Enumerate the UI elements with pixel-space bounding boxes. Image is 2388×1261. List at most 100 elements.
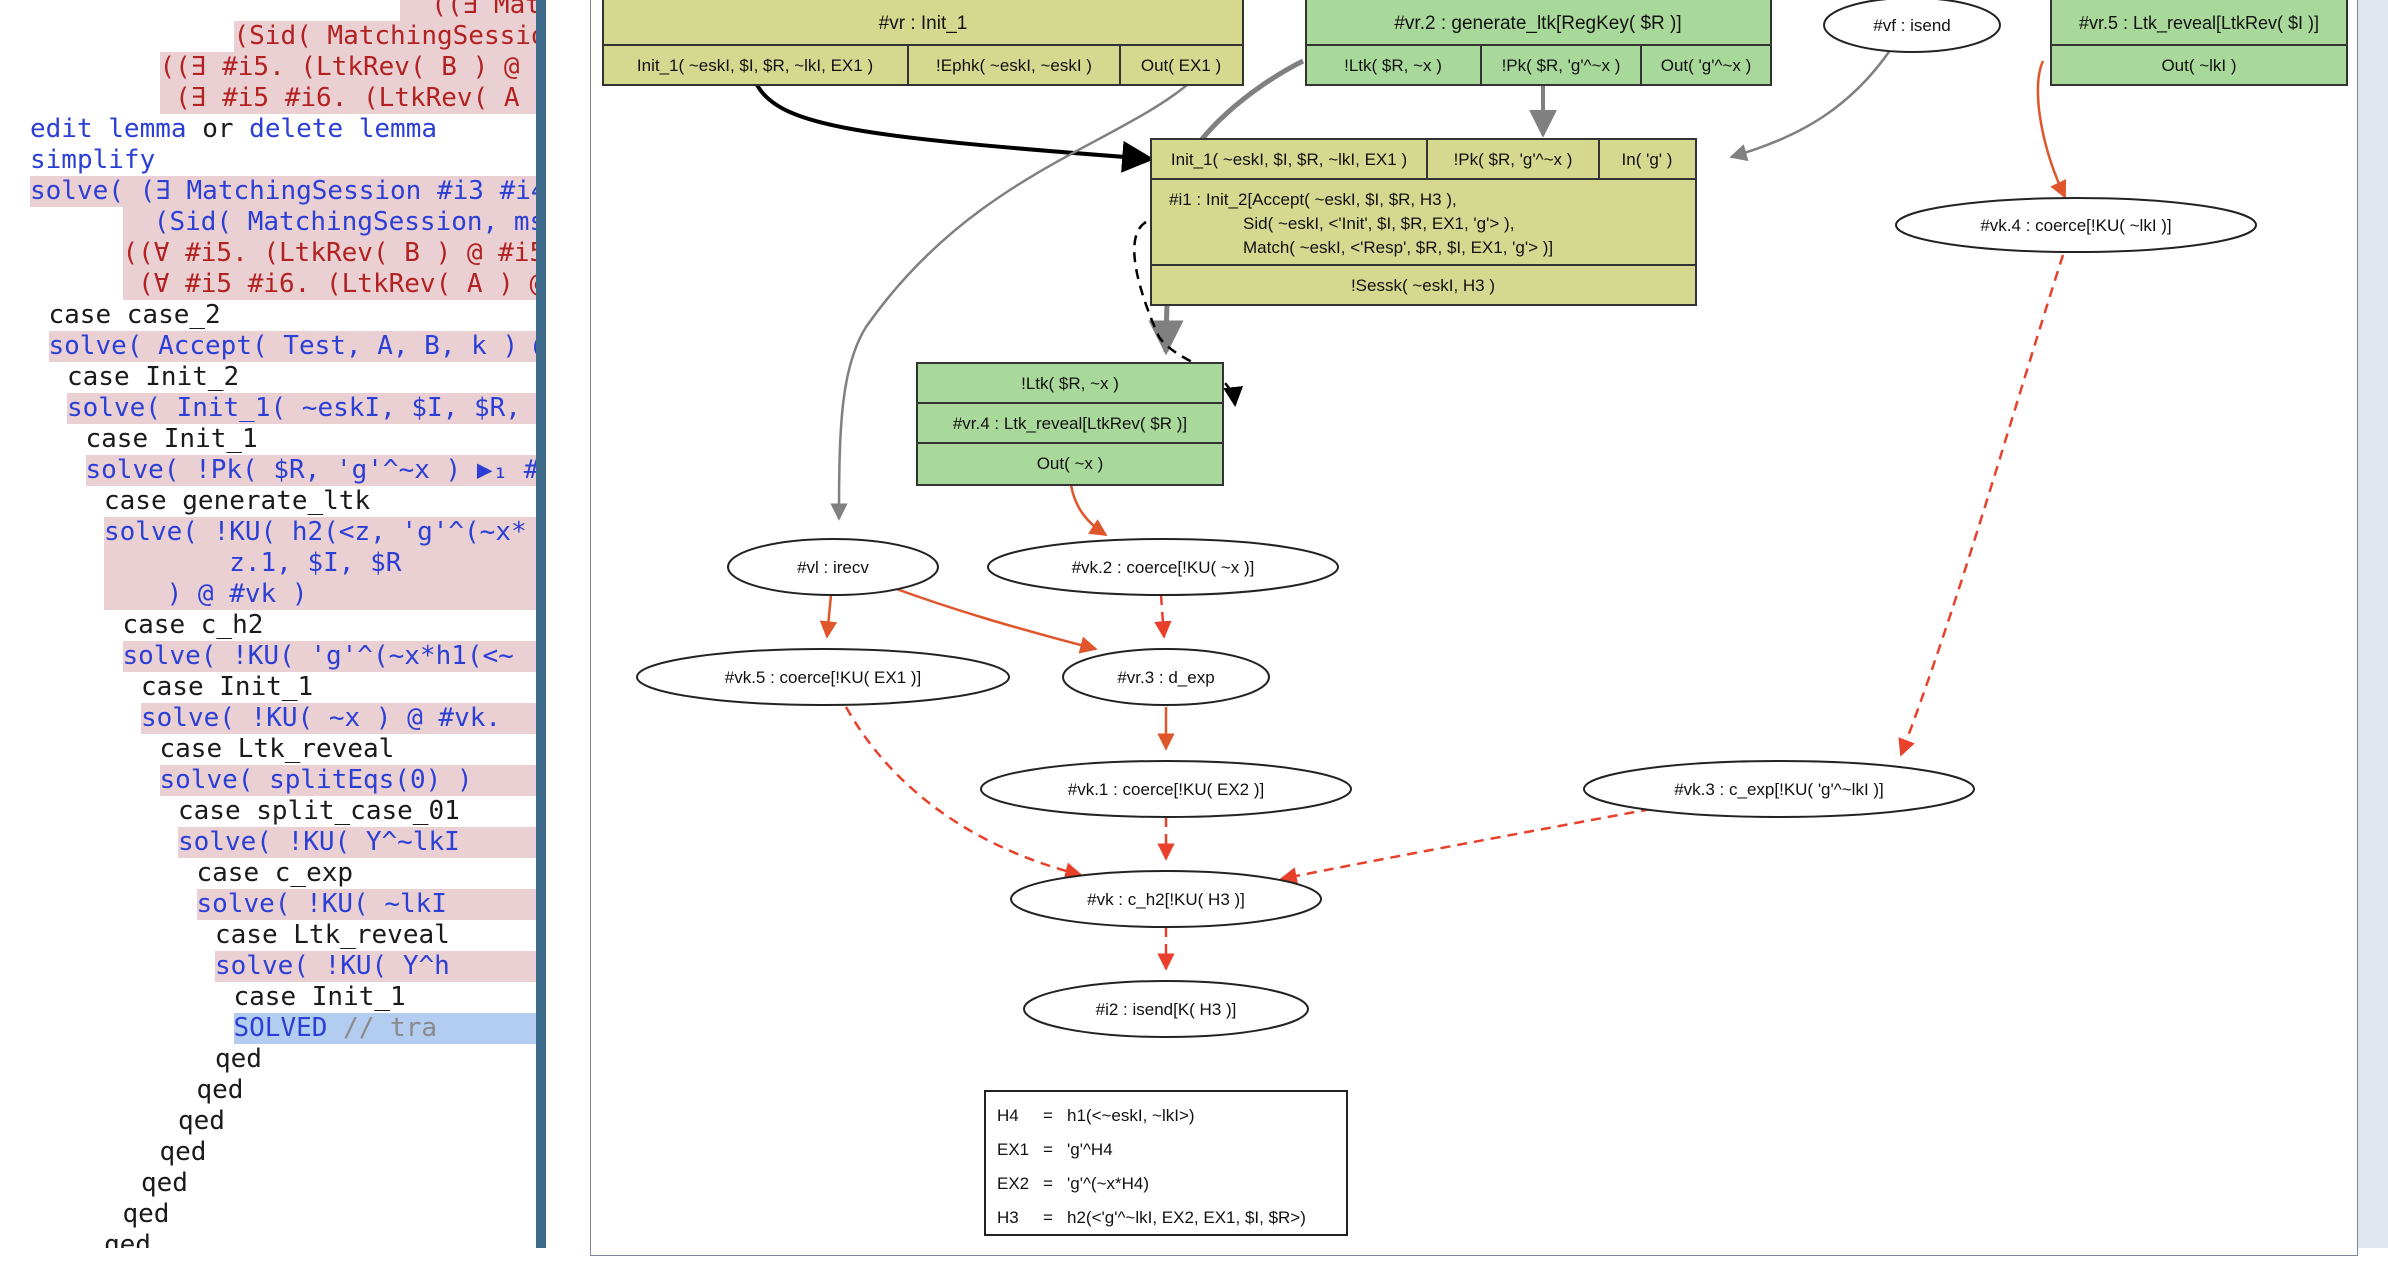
- proof-line[interactable]: ) @ #vk ): [104, 579, 536, 610]
- proof-token: ((∃ MatchingSession #i3: [431, 0, 536, 20]
- proof-token: case Ltk_reveal: [215, 920, 450, 950]
- proof-token: case Init_1: [233, 982, 406, 1012]
- node-vk-label: #vk : c_h2[!KU( H3 )]: [1087, 890, 1245, 909]
- proof-token: (∃ #i5 #i6. (LtkRev( A: [159, 83, 536, 113]
- proof-line[interactable]: solve( Accept( Test, A, B, k ) @: [48, 331, 537, 362]
- proof-token[interactable]: solve( splitEqs(0) ): [159, 765, 473, 795]
- node-i2[interactable]: #i2 : isend[K( H3 )]: [1023, 980, 1309, 1038]
- edge-vl-to-vr3: [890, 585, 1098, 654]
- proof-line[interactable]: z.1, $I, $R: [104, 548, 536, 579]
- proof-line[interactable]: case case_2: [49, 300, 537, 331]
- proof-token[interactable]: solve( !KU( h2(<z, 'g'^(~x*: [104, 517, 527, 547]
- proof-token[interactable]: solve( !KU( 'g'^(~x*h1(<~: [122, 641, 514, 671]
- rule-node-vr[interactable]: #vr : Init_1 Init_1( ~eskI, $I, $R, ~lkI…: [602, 0, 1244, 86]
- proof-token[interactable]: solve( (∃ MatchingSession #i3 #i4 m: [30, 176, 536, 206]
- proof-text-panel: ((∃ MatchingSession #i3(Sid( MatchingSes…: [0, 0, 536, 1248]
- proof-line[interactable]: case Ltk_reveal: [215, 920, 536, 951]
- proof-token[interactable]: simplify: [30, 145, 156, 175]
- proof-token: ((∀ #i5. (LtkRev( B ) @ #i5): [122, 238, 537, 268]
- rule-node-i1[interactable]: Init_1( ~eskI, $I, $R, ~lkI, EX1 ) !Pk( …: [1150, 138, 1697, 306]
- proof-token[interactable]: SOLVED: [233, 1013, 328, 1043]
- proof-line[interactable]: (∀ #i5 #i6. (LtkRev( A ) @: [122, 269, 536, 300]
- proof-token[interactable]: z.1, $I, $R: [104, 548, 402, 578]
- proof-line[interactable]: ((∃ MatchingSession #i3: [400, 0, 536, 21]
- proof-line[interactable]: solve( !Pk( $R, 'g'^~x ) ▶₁ #: [85, 455, 537, 486]
- node-vk2[interactable]: #vk.2 : coerce[!KU( ~x )]: [987, 538, 1339, 596]
- proof-line[interactable]: (Sid( MatchingSessio: [233, 21, 536, 52]
- proof-line[interactable]: qed: [104, 1230, 536, 1248]
- proof-line[interactable]: solve( !KU( Y^h: [215, 951, 536, 982]
- proof-line[interactable]: simplify: [30, 145, 536, 176]
- rule-node-vr2[interactable]: #vr.2 : generate_ltk[RegKey( $R )] !Ltk(…: [1305, 0, 1772, 86]
- edge-vr-out-to-vl: [830, 84, 1188, 521]
- proof-line[interactable]: case Init_2: [67, 362, 536, 393]
- proof-line[interactable]: qed: [141, 1168, 536, 1199]
- proof-line[interactable]: SOLVED // tra: [233, 1013, 536, 1044]
- node-vk4[interactable]: #vk.4 : coerce[!KU( ~lkI )]: [1895, 197, 2257, 253]
- proof-line[interactable]: ((∀ #i5. (LtkRev( B ) @ #i5): [122, 238, 537, 269]
- rule-vr-cell-0: Init_1( ~eskI, $I, $R, ~lkI, EX1 ): [637, 56, 873, 75]
- proof-token[interactable]: solve( !KU( ~lkI: [196, 889, 463, 919]
- proof-line[interactable]: solve( !KU( 'g'^(~x*h1(<~: [122, 641, 536, 672]
- proof-line[interactable]: ((∃ #i5. (LtkRev( B ) @: [159, 52, 536, 83]
- proof-line[interactable]: case Init_1: [141, 672, 536, 703]
- proof-line[interactable]: solve( !KU( ~lkI: [196, 889, 536, 920]
- proof-token: case Init_1: [85, 424, 258, 454]
- edge-vk2-to-vr3: [1154, 594, 1172, 639]
- proof-token[interactable]: solve( !KU( Y^~lkI: [178, 827, 460, 857]
- rule-node-vr4[interactable]: !Ltk( $R, ~x ) #vr.4 : Ltk_reveal[LtkRev…: [916, 362, 1224, 486]
- node-vk3[interactable]: #vk.3 : c_exp[!KU( 'g'^~lkI )]: [1583, 760, 1975, 818]
- proof-line[interactable]: (Sid( MatchingSession, ms: [122, 207, 536, 238]
- node-vf[interactable]: #vf : isend: [1823, 0, 2001, 53]
- legend-key-1: EX1: [997, 1140, 1029, 1159]
- proof-line[interactable]: case generate_ltk: [104, 486, 536, 517]
- node-vk1[interactable]: #vk.1 : coerce[!KU( EX2 )]: [980, 760, 1352, 818]
- panel-divider[interactable]: [536, 0, 546, 1248]
- proof-line[interactable]: case split_case_01: [178, 796, 536, 827]
- proof-line[interactable]: qed: [160, 1137, 537, 1168]
- proof-token[interactable]: solve( !Pk( $R, 'g'^~x ) ▶₁ #: [85, 455, 537, 485]
- proof-token[interactable]: edit lemma: [30, 114, 187, 144]
- rule-node-vr5[interactable]: #vr.5 : Ltk_reveal[LtkRev( $I )] Out( ~l…: [2050, 0, 2348, 86]
- edge-vl-to-vk5: [819, 594, 838, 639]
- proof-line[interactable]: solve( Init_1( ~eskI, $I, $R, ~: [67, 393, 536, 424]
- proof-token[interactable]: ) @ #vk ): [104, 579, 308, 609]
- proof-line[interactable]: solve( splitEqs(0) ): [159, 765, 536, 796]
- proof-line[interactable]: solve( !KU( h2(<z, 'g'^(~x*: [104, 517, 536, 548]
- proof-line[interactable]: qed: [123, 1199, 537, 1230]
- proof-line[interactable]: (∃ #i5 #i6. (LtkRev( A: [159, 83, 536, 114]
- proof-line[interactable]: qed: [197, 1075, 537, 1106]
- proof-token[interactable]: solve( !KU( ~x ) @ #vk.: [141, 703, 502, 733]
- proof-line[interactable]: case Ltk_reveal: [160, 734, 537, 765]
- proof-token: case generate_ltk: [104, 486, 371, 516]
- panel-gap: [546, 0, 590, 1248]
- proof-line[interactable]: case Init_1: [86, 424, 537, 455]
- proof-token[interactable]: (Sid( MatchingSession, ms: [122, 207, 536, 237]
- node-vk[interactable]: #vk : c_h2[!KU( H3 )]: [1010, 870, 1322, 928]
- node-vl[interactable]: #vl : irecv: [727, 538, 939, 596]
- proof-token[interactable]: solve( Accept( Test, A, B, k ) @: [48, 331, 537, 361]
- proof-line[interactable]: solve( !KU( ~x ) @ #vk.: [141, 703, 536, 734]
- legend-key-3: H3: [997, 1208, 1019, 1227]
- proof-line[interactable]: case Init_1: [234, 982, 537, 1013]
- proof-token[interactable]: solve( !KU( Y^h: [215, 951, 450, 981]
- svg-text:=: =: [1043, 1106, 1053, 1125]
- proof-line[interactable]: case c_exp: [197, 858, 537, 889]
- node-vr3[interactable]: #vr.3 : d_exp: [1062, 648, 1270, 706]
- edge-i1-to-vr4: [1133, 220, 1244, 407]
- proof-line[interactable]: solve( (∃ MatchingSession #i3 #i4 m: [30, 176, 536, 207]
- right-scroll-strip[interactable]: [2358, 0, 2388, 1248]
- node-vk5[interactable]: #vk.5 : coerce[!KU( EX1 )]: [636, 648, 1010, 706]
- proof-line[interactable]: qed: [215, 1044, 536, 1075]
- proof-token[interactable]: solve( Init_1( ~eskI, $I, $R, ~: [67, 393, 536, 423]
- proof-token[interactable]: delete lemma: [249, 114, 438, 144]
- proof-token: qed: [159, 1137, 207, 1167]
- proof-line[interactable]: solve( !KU( Y^~lkI: [178, 827, 536, 858]
- proof-line[interactable]: qed: [178, 1106, 536, 1137]
- rule-i1-prem-0: Init_1( ~eskI, $I, $R, ~lkI, EX1 ): [1171, 150, 1407, 169]
- proof-line[interactable]: case c_h2: [123, 610, 537, 641]
- node-vf-label: #vf : isend: [1873, 16, 1951, 35]
- rule-vr-cell-2: Out( EX1 ): [1141, 56, 1221, 75]
- edge-vk4-to-vk3: [1898, 254, 2065, 757]
- proof-line[interactable]: edit lemma or delete lemma: [30, 114, 536, 145]
